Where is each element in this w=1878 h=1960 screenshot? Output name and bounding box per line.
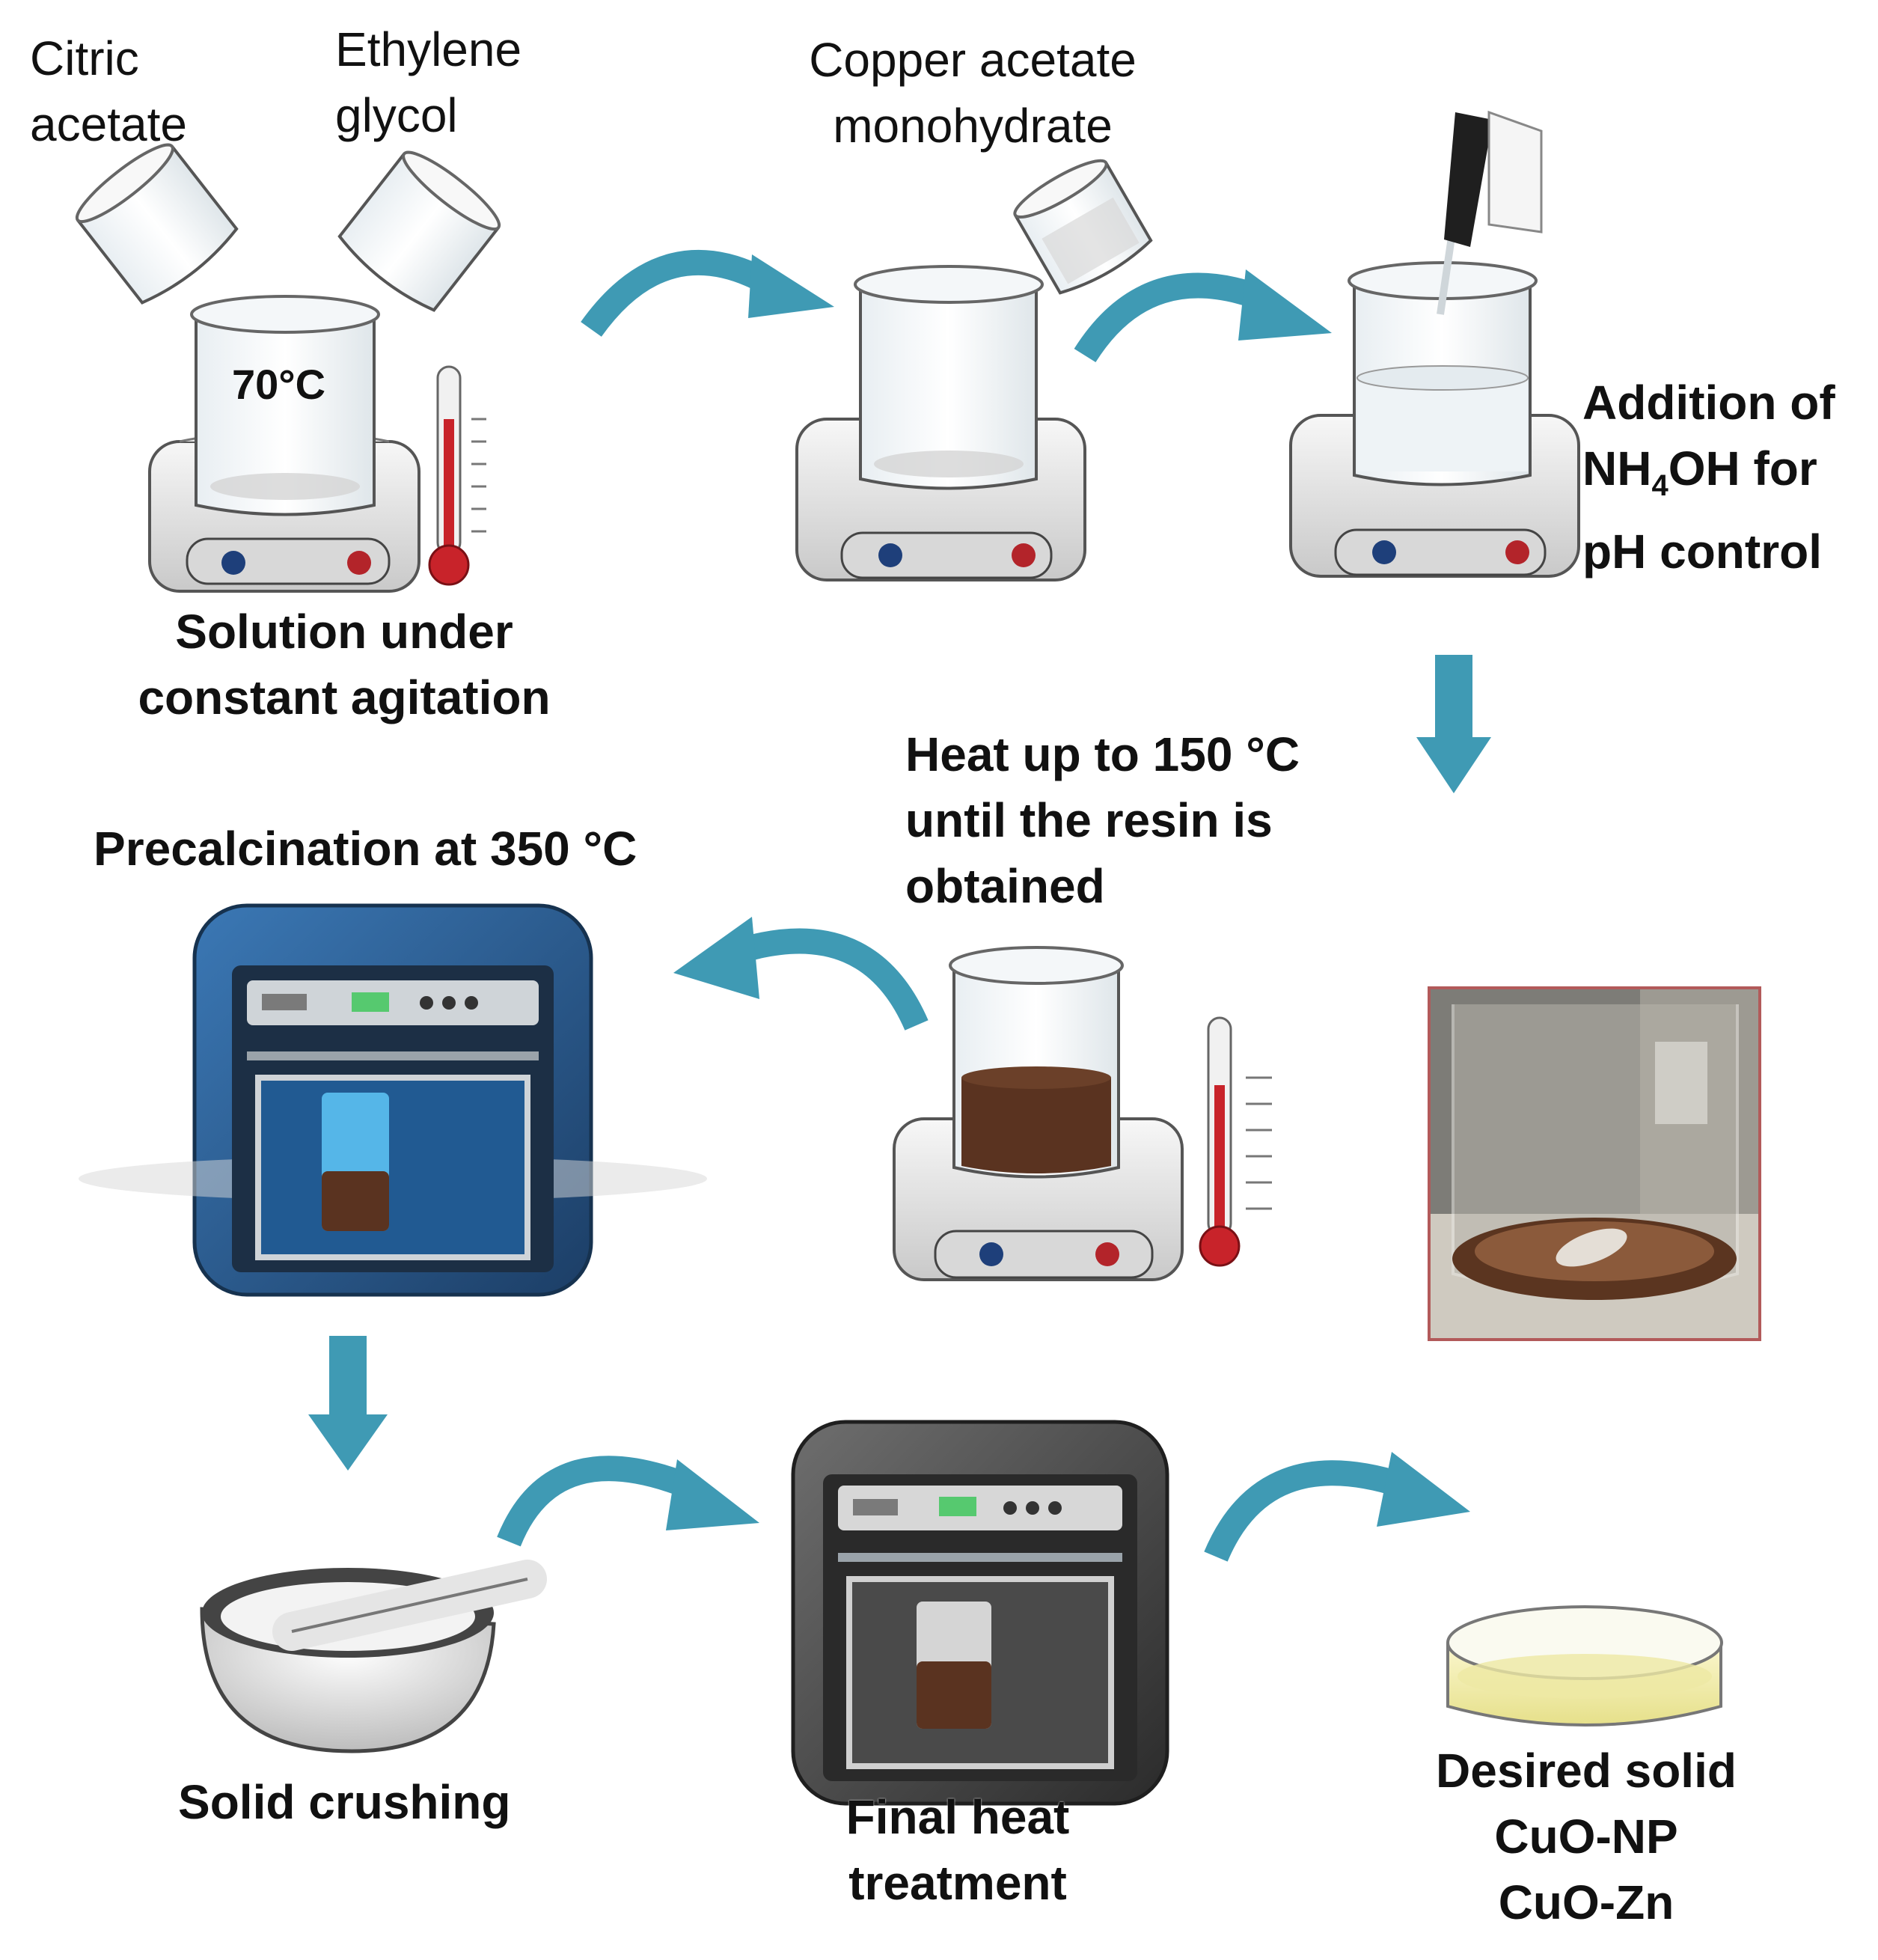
arrow-step1-to-step2 bbox=[581, 250, 834, 337]
beaker-resin bbox=[949, 946, 1124, 1179]
label-precalcination: Precalcination at 350 °C bbox=[94, 822, 637, 876]
arrow-down-2 bbox=[308, 1336, 388, 1471]
mortar-pestle-icon bbox=[200, 1560, 547, 1753]
pipette-icon bbox=[1437, 110, 1543, 315]
label-nh4oh-addition: Addition of NH4OH for pH control bbox=[1582, 376, 1835, 578]
petri-dish-icon bbox=[1446, 1605, 1723, 1727]
beaker-2 bbox=[854, 265, 1044, 490]
arrow-oven-to-dish bbox=[1204, 1452, 1470, 1562]
arrow-resin-to-oven bbox=[673, 917, 929, 1031]
small-beaker-ethylene bbox=[337, 150, 501, 312]
beaker-1 bbox=[190, 295, 380, 516]
oven-blue bbox=[79, 903, 707, 1297]
thermometer-2 bbox=[1199, 1016, 1272, 1267]
label-solid-crushing: Solid crushing bbox=[178, 1775, 511, 1829]
arrow-down-1 bbox=[1416, 655, 1491, 793]
label-temperature-70: 70°C bbox=[232, 361, 326, 408]
resin-photo bbox=[1428, 986, 1761, 1341]
small-beaker-citric bbox=[75, 143, 239, 305]
thermometer-1 bbox=[428, 365, 486, 586]
oven-gray bbox=[791, 1420, 1169, 1806]
arrow-step2-to-step3 bbox=[1074, 269, 1332, 363]
small-beaker-copper bbox=[1013, 159, 1153, 295]
arrow-mortar-to-oven bbox=[497, 1456, 759, 1547]
